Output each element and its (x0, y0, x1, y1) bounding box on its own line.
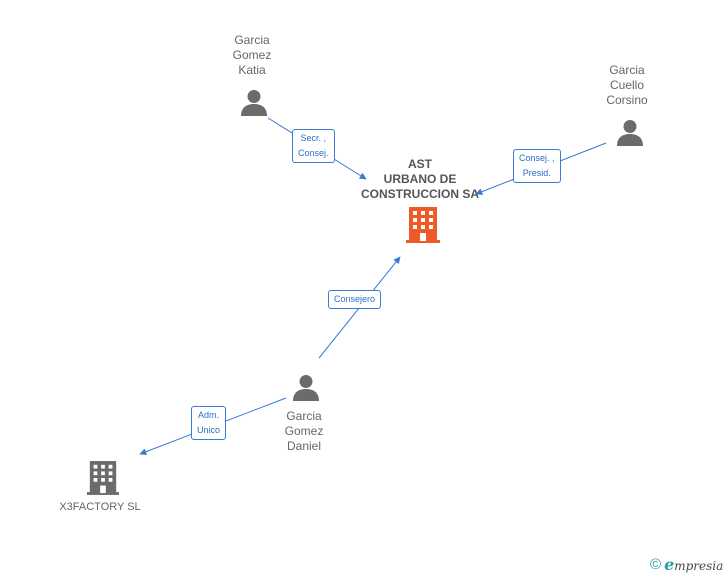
company-ast-label[interactable]: AST URBANO DE CONSTRUCCION SA (360, 157, 479, 201)
copyright-symbol: © (650, 556, 662, 573)
building-icon[interactable] (87, 461, 119, 495)
person-icon[interactable] (239, 88, 269, 118)
company-x3factory-label[interactable]: X3FACTORY SL (59, 501, 141, 513)
person-icon[interactable] (615, 118, 645, 148)
person-icon[interactable] (291, 373, 321, 403)
edge-label-daniel-x3factory[interactable]: Adm. Unico (191, 406, 227, 440)
person-daniel-label[interactable]: Garcia Gomez Daniel (284, 409, 324, 453)
empresia-logo[interactable]: empresia (664, 555, 724, 574)
footer-brand: © empresia (650, 555, 723, 574)
building-icon[interactable] (406, 207, 440, 243)
edge-label-daniel-ast[interactable]: Consejero (328, 290, 382, 309)
person-corsino-label[interactable]: Garcia Cuello Corsino (606, 63, 648, 107)
edge-label-corsino-ast[interactable]: Consej. , Presid. (513, 149, 561, 183)
edge-label-katia-ast[interactable]: Secr. , Consej. (292, 129, 335, 163)
person-katia-label[interactable]: Garcia Gomez Katia (232, 33, 272, 77)
